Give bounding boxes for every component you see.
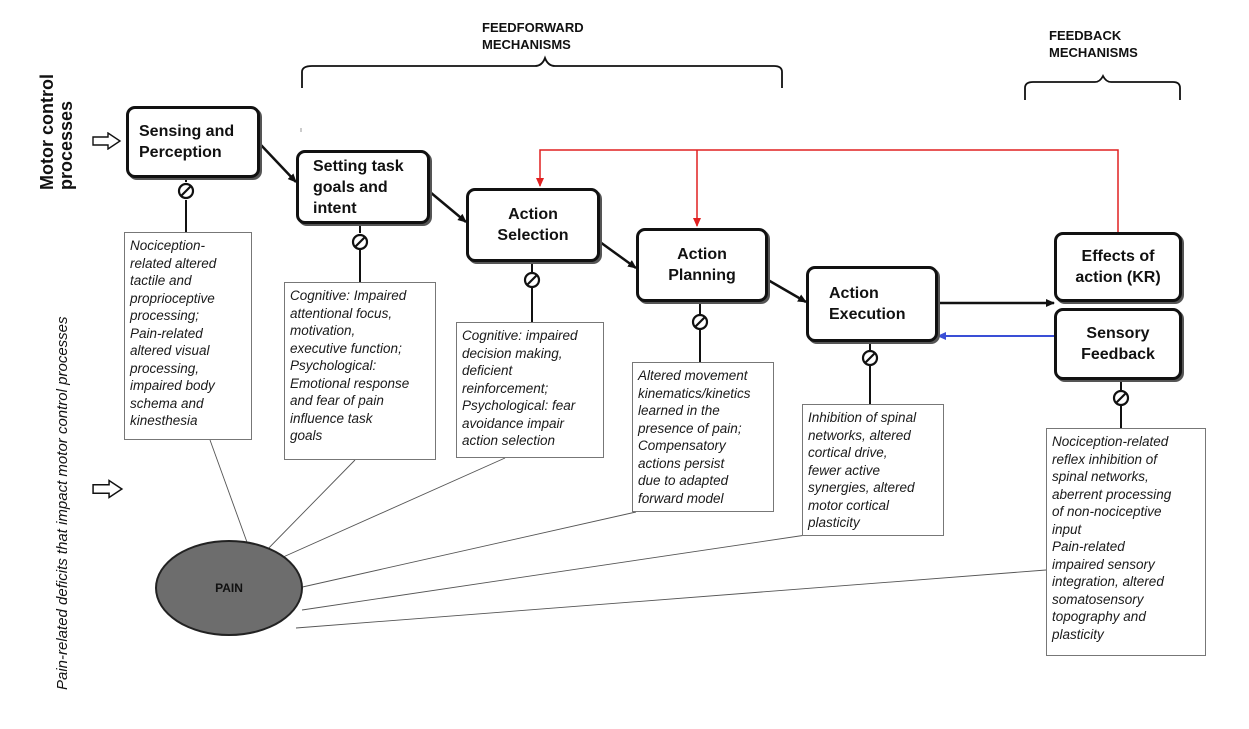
arrow-selection-to-planning: [599, 240, 637, 270]
pain-links: [209, 439, 1047, 629]
pain-deficits-label: Pain-related deficits that impact motor …: [54, 316, 71, 691]
motor-control-label: Motor control processes: [37, 74, 76, 190]
box-action-selection: Action Selection: [466, 188, 600, 262]
arrow-planning-to-execution: [767, 278, 807, 304]
inhibit-icon: [523, 271, 541, 289]
inhibit-icon: [1112, 389, 1130, 407]
box-setting-goals: Setting task goals and intent: [296, 150, 430, 224]
box-action-execution: Action Execution: [806, 266, 938, 342]
inhibit-icon: [177, 182, 195, 200]
red-feedback-loop: [536, 149, 1119, 232]
box-action-planning: Action Planning: [636, 228, 768, 302]
inhibit-icon: [861, 349, 879, 367]
hollow-arrow-icon: [92, 479, 124, 499]
feedback-brace-icon: [1024, 73, 1181, 100]
hollow-arrow-icon: [92, 132, 122, 150]
box-sensory-feedback: Sensory Feedback: [1054, 308, 1182, 380]
pain-ellipse: PAIN: [155, 540, 303, 636]
inhibit-icon: [691, 313, 709, 331]
pain-label: PAIN: [215, 581, 243, 595]
feedback-header: FEEDBACK MECHANISMS: [1049, 28, 1138, 60]
box-effects-of-action: Effects of action (KR): [1054, 232, 1182, 302]
arrow-sensing-to-setting: [259, 143, 297, 183]
feedforward-header: FEEDFORWARD MECHANISMS: [482, 20, 584, 52]
inhibit-icon: [351, 233, 369, 251]
arrow-setting-to-selection: [429, 191, 467, 223]
box-sensing-perception: Sensing and Perception: [126, 106, 260, 178]
feedforward-brace-icon: [301, 55, 783, 88]
